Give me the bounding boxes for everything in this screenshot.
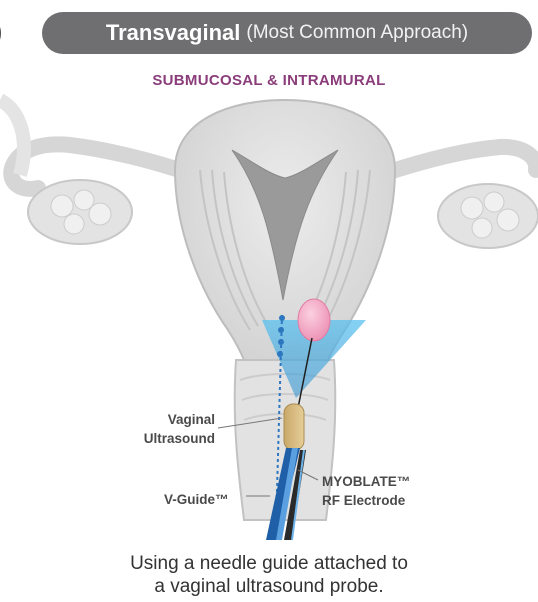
v-guide-label: V-Guide™ [164,490,229,509]
myoblate-label-line2: RF Electrode [322,491,410,510]
caption-line1: Using a needle guide attached to [0,552,538,575]
myoblate-label-line1: MYOBLATE™ [322,472,410,491]
myoblate-label: MYOBLATE™ RF Electrode [322,472,410,510]
right-ovary [438,184,538,248]
left-ovary [28,180,132,244]
vaginal-ultrasound-label-line2: Ultrasound [120,429,215,448]
vaginal-ultrasound-label-line1: Vaginal [120,410,215,429]
caption: Using a needle guide attached to a vagin… [0,552,538,598]
fibroid [298,299,330,341]
caption-line2: a vaginal ultrasound probe. [0,575,538,598]
right-fallopian-tube [380,147,536,175]
vaginal-ultrasound-label: Vaginal Ultrasound [120,410,215,448]
